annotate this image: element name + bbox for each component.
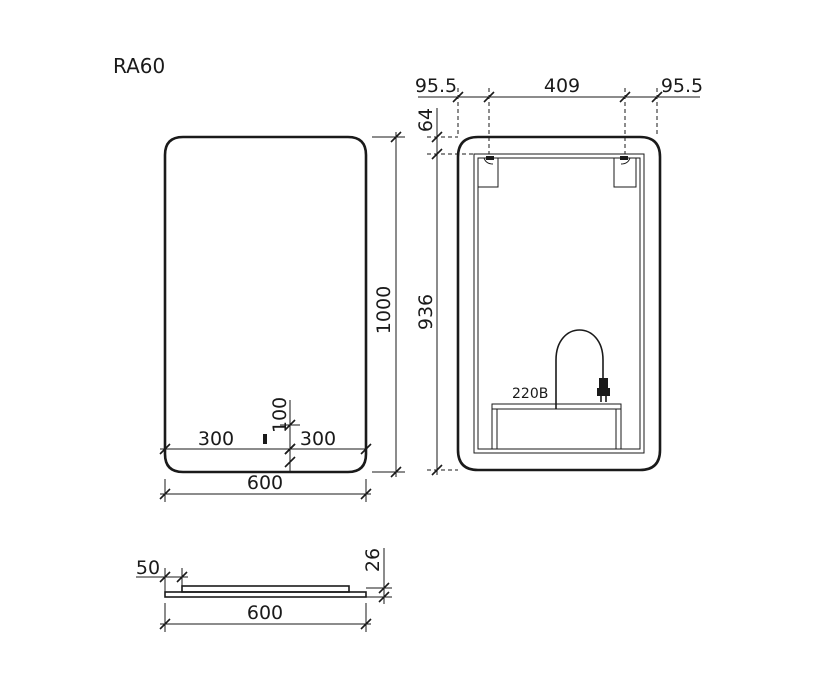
power-cable — [555, 329, 604, 409]
front-sensor-dimensions — [159, 400, 372, 472]
side-mounting-frame — [181, 585, 350, 593]
hanging-bracket-right — [613, 156, 637, 188]
hanging-bracket-left — [477, 156, 499, 188]
front-right-offset-label: 300 — [300, 428, 336, 450]
back-center-span-label: 409 — [544, 75, 580, 97]
back-inner-height-label: 936 — [415, 294, 437, 330]
side-width-dimension — [159, 603, 372, 632]
front-view: 1000 600 300 300 100 — [159, 131, 405, 502]
back-mirror-outline — [456, 135, 662, 472]
back-view: 220B 95.5 409 95.5 64 936 — [415, 75, 703, 476]
side-view: 50 26 600 — [136, 548, 392, 632]
side-depth-label: 26 — [362, 548, 384, 572]
side-width-label: 600 — [247, 602, 283, 624]
back-top-dimensions — [418, 88, 700, 154]
front-left-offset-label: 300 — [198, 428, 234, 450]
front-mirror-outline — [163, 135, 368, 474]
front-sensor-height-label: 100 — [269, 397, 291, 433]
back-left-dimensions — [427, 108, 474, 476]
voltage-label: 220B — [512, 386, 548, 402]
back-inner-frame-line — [477, 157, 641, 450]
back-inner-frame — [473, 153, 645, 454]
front-width-label: 600 — [247, 472, 283, 494]
sensor-icon — [263, 434, 267, 444]
driver-box — [491, 403, 622, 450]
back-right-margin-label: 95.5 — [661, 75, 703, 97]
back-left-margin-label: 95.5 — [415, 75, 457, 97]
front-height-dimension — [372, 131, 405, 478]
back-top-offset-label: 64 — [415, 108, 437, 132]
side-offset-label: 50 — [136, 557, 160, 579]
side-offset-dimension — [136, 568, 188, 592]
side-depth-dimension — [366, 548, 392, 604]
power-plug-icon — [597, 378, 610, 402]
front-height-label: 1000 — [373, 286, 395, 334]
front-width-dimension — [159, 479, 372, 502]
model-title: RA60 — [113, 54, 165, 78]
